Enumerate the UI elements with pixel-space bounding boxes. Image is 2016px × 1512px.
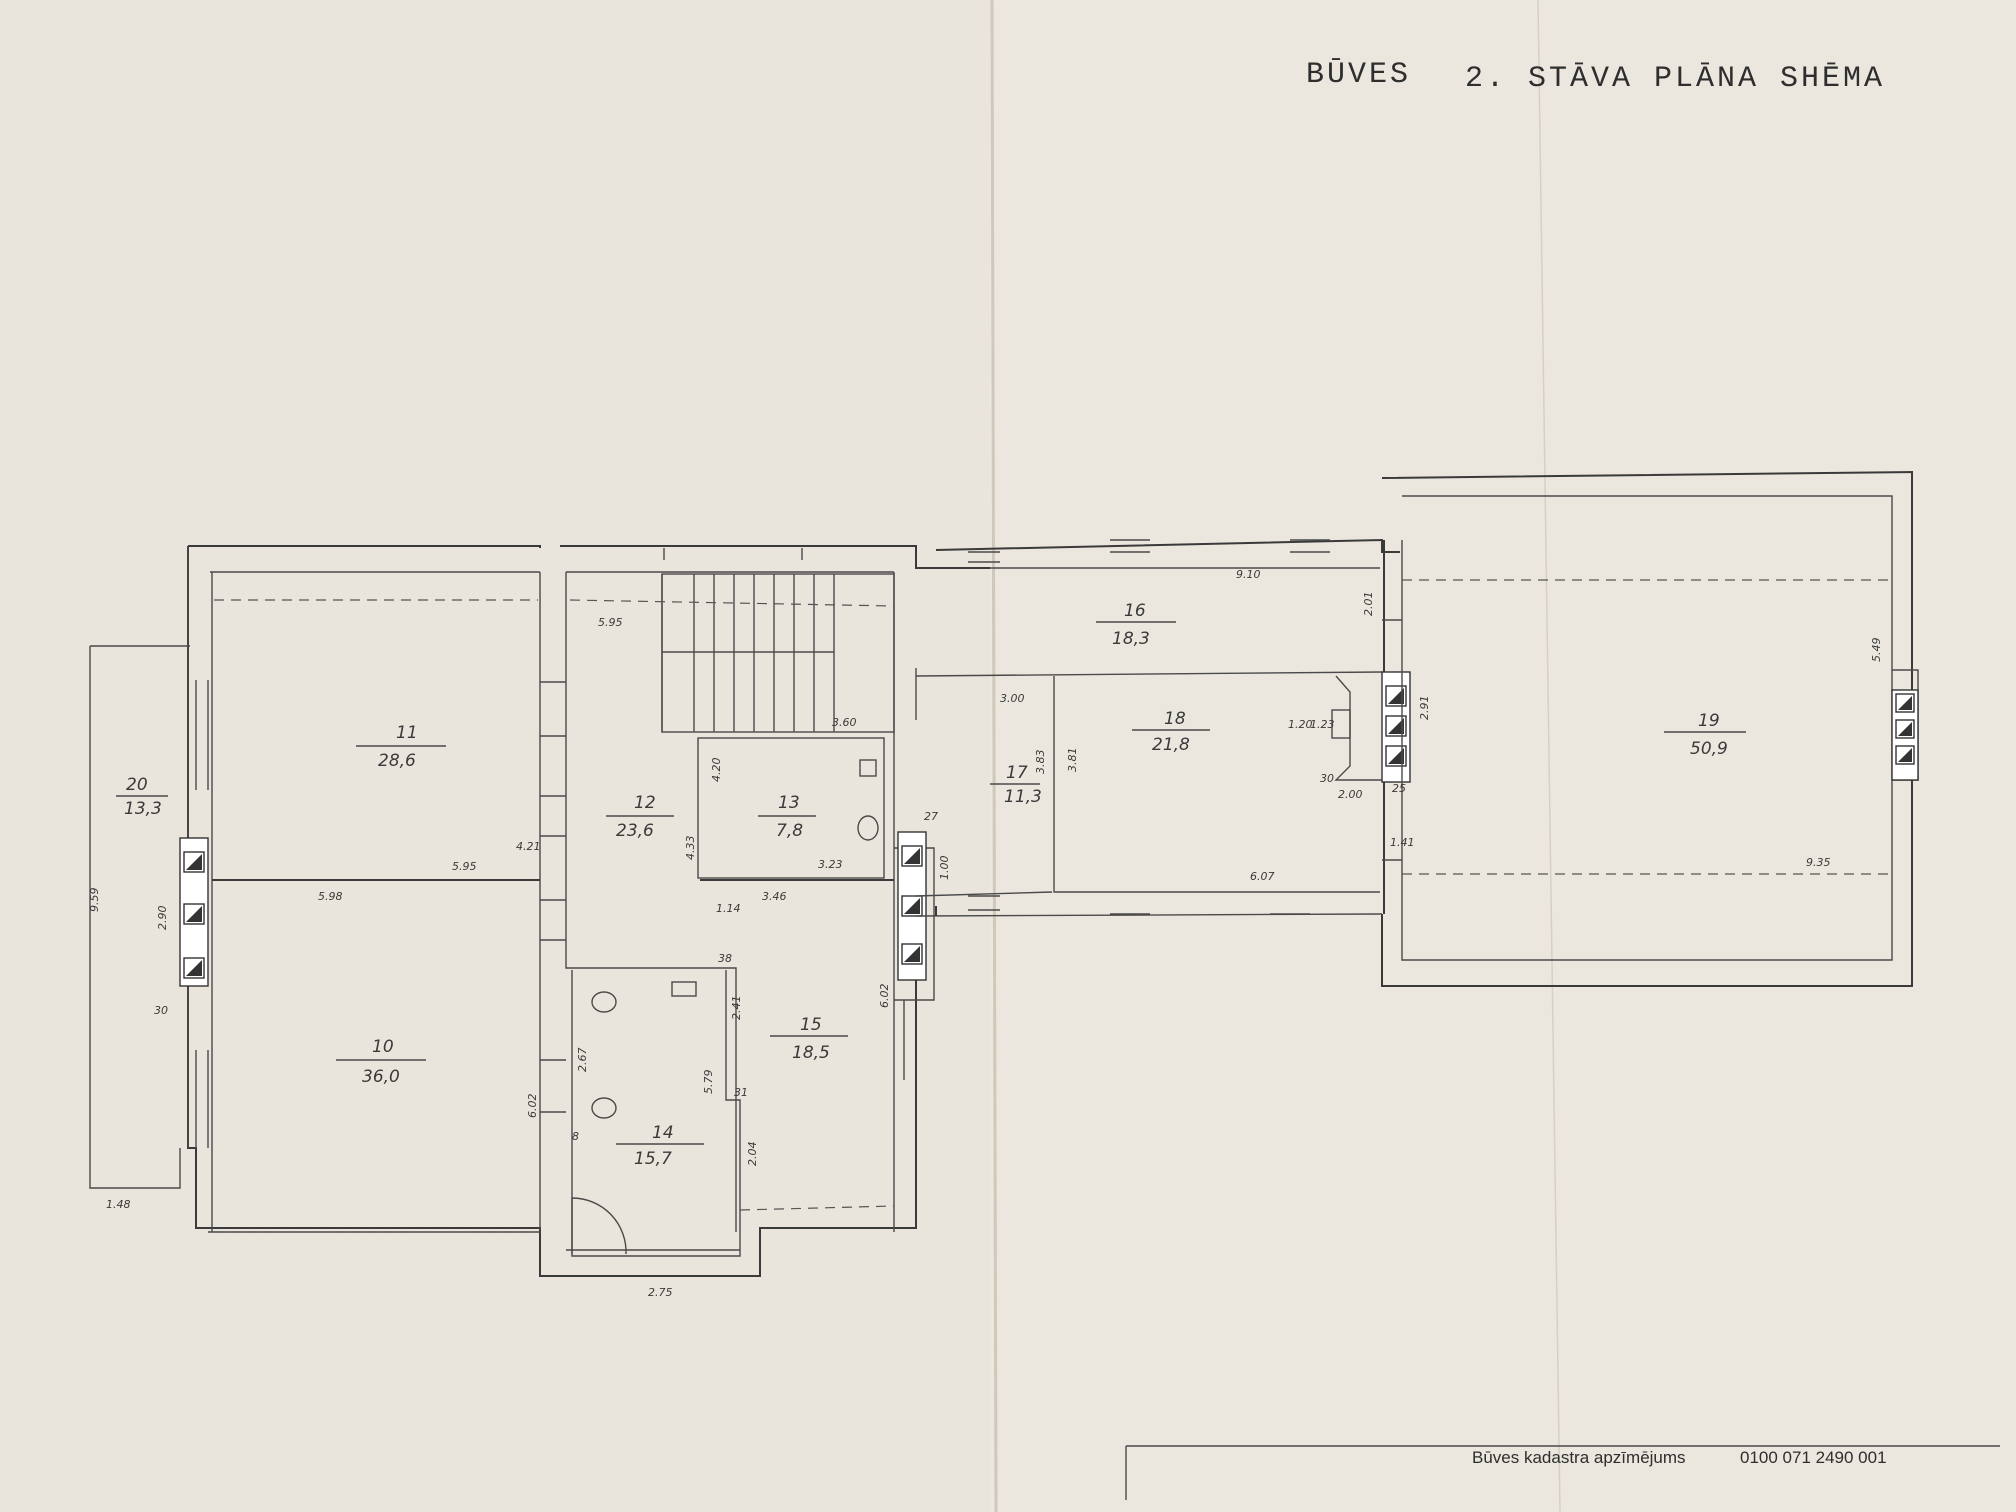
chimney-center (897, 831, 927, 981)
room-15-label: 15 18,5 (770, 1015, 848, 1063)
svg-text:18,5: 18,5 (792, 1043, 830, 1063)
dim-label: 1.41 (1390, 836, 1415, 849)
cadastre-label: Būves kadastra apzīmējums (1472, 1448, 1686, 1467)
dim-label: 4.21 (516, 840, 541, 853)
dim-label: 6.02 (526, 1094, 539, 1119)
dim-label: 3.60 (832, 716, 857, 729)
svg-text:19: 19 (1698, 711, 1720, 731)
dimension-labels: 5.95 5.95 5.98 4.21 9.59 2.90 30 1.48 3.… (88, 568, 1883, 1299)
svg-text:36,0: 36,0 (362, 1067, 400, 1087)
svg-text:15: 15 (800, 1015, 822, 1035)
toilet-fixtures (591, 759, 879, 1119)
dim-label: 9.10 (1236, 568, 1261, 581)
svg-text:12: 12 (634, 793, 656, 813)
paper-fold-center (990, 0, 998, 1512)
dim-label: 1.48 (106, 1198, 131, 1211)
dim-label: 3.23 (818, 858, 843, 871)
sheet-title-prefix: BŪVES (1306, 58, 1411, 92)
cadastre-box: Būves kadastra apzīmējums 0100 071 2490 … (1125, 1445, 2000, 1500)
dim-label: 25 (1392, 782, 1406, 795)
svg-text:10: 10 (372, 1037, 394, 1057)
room-17-label: 17 11,3 (990, 763, 1042, 807)
svg-text:18,3: 18,3 (1112, 629, 1150, 649)
dim-label: 1.14 (716, 902, 741, 915)
dim-label: 2.01 (1362, 592, 1375, 617)
dim-label: 3.81 (1066, 748, 1079, 773)
dim-label: 2.91 (1418, 696, 1431, 721)
room-12-label: 12 23,6 (606, 793, 674, 841)
svg-text:15,7: 15,7 (634, 1149, 672, 1169)
svg-text:28,6: 28,6 (378, 751, 416, 771)
dim-label: 8 (572, 1130, 579, 1143)
dim-label: 1.00 (938, 856, 951, 881)
dim-label: 2.67 (576, 1048, 589, 1073)
dim-label: 30 (1320, 772, 1334, 785)
svg-text:13,3: 13,3 (124, 799, 162, 819)
svg-text:13: 13 (778, 793, 800, 813)
cadastre-number: 0100 071 2490 001 (1740, 1448, 1887, 1467)
dim-label: 3.00 (1000, 692, 1025, 705)
left-block-dashed-lines (214, 599, 895, 1233)
svg-text:50,9: 50,9 (1690, 739, 1728, 759)
sheet-title: 2. STĀVA PLĀNA SHĒMA (1465, 62, 1885, 96)
svg-text:11: 11 (396, 723, 418, 743)
svg-text:11,3: 11,3 (1004, 787, 1042, 807)
dim-label: 2.90 (156, 906, 169, 931)
window-marks (195, 539, 1402, 1148)
dim-label: 27 (924, 810, 938, 823)
chimney-left (179, 837, 209, 987)
room-labels: 11 28,6 10 36,0 20 13,3 12 23,6 13 7,8 1… (116, 601, 1746, 1169)
dim-label: 5.79 (702, 1070, 715, 1095)
svg-text:20: 20 (126, 775, 148, 795)
svg-text:7,8: 7,8 (776, 821, 803, 841)
dim-label: 2.41 (730, 996, 743, 1021)
svg-text:18: 18 (1164, 709, 1186, 729)
room-11-label: 11 28,6 (356, 723, 446, 771)
dim-label: 5.95 (452, 860, 477, 873)
dim-label: 3.83 (1034, 750, 1047, 775)
dim-label: 6.07 (1250, 870, 1275, 883)
room-18-label: 18 21,8 (1132, 709, 1210, 755)
dim-label: 2.00 (1338, 788, 1363, 801)
dim-label: 9.59 (88, 888, 101, 913)
room-13-label: 13 7,8 (758, 793, 816, 841)
dim-label: 5.95 (598, 616, 623, 629)
dim-label: 9.35 (1806, 856, 1831, 869)
svg-text:14: 14 (652, 1123, 674, 1143)
dim-label: 1.20 (1288, 718, 1313, 731)
chimney-right-a (1381, 671, 1411, 783)
svg-text:21,8: 21,8 (1152, 735, 1190, 755)
paper-fold-right (1537, 0, 1561, 1512)
svg-text:23,6: 23,6 (616, 821, 654, 841)
dim-label: 2.75 (648, 1286, 673, 1299)
room-20-label: 20 13,3 (116, 775, 168, 819)
svg-text:16: 16 (1124, 601, 1146, 621)
chimney-right-b (1891, 689, 1919, 781)
dim-label: 31 (734, 1086, 748, 1099)
svg-text:17: 17 (1006, 763, 1028, 783)
dim-label: 38 (718, 952, 732, 965)
right-block-dashed-lines (1402, 579, 1892, 875)
dim-label: 2.04 (746, 1142, 759, 1167)
dim-label: 3.46 (762, 890, 787, 903)
dim-label: 4.33 (684, 836, 697, 861)
dim-label: 1.23 (1310, 718, 1335, 731)
room-19-label: 19 50,9 (1664, 711, 1746, 759)
dim-label: 4.20 (710, 758, 723, 783)
room-10-label: 10 36,0 (336, 1037, 426, 1087)
dim-label: 6.02 (878, 984, 891, 1009)
dim-label: 5.98 (318, 890, 343, 903)
room-14-label: 14 15,7 (616, 1123, 704, 1169)
dim-label: 30 (154, 1004, 168, 1017)
dim-label: 5.49 (1870, 638, 1883, 663)
room-16-label: 16 18,3 (1096, 601, 1176, 649)
